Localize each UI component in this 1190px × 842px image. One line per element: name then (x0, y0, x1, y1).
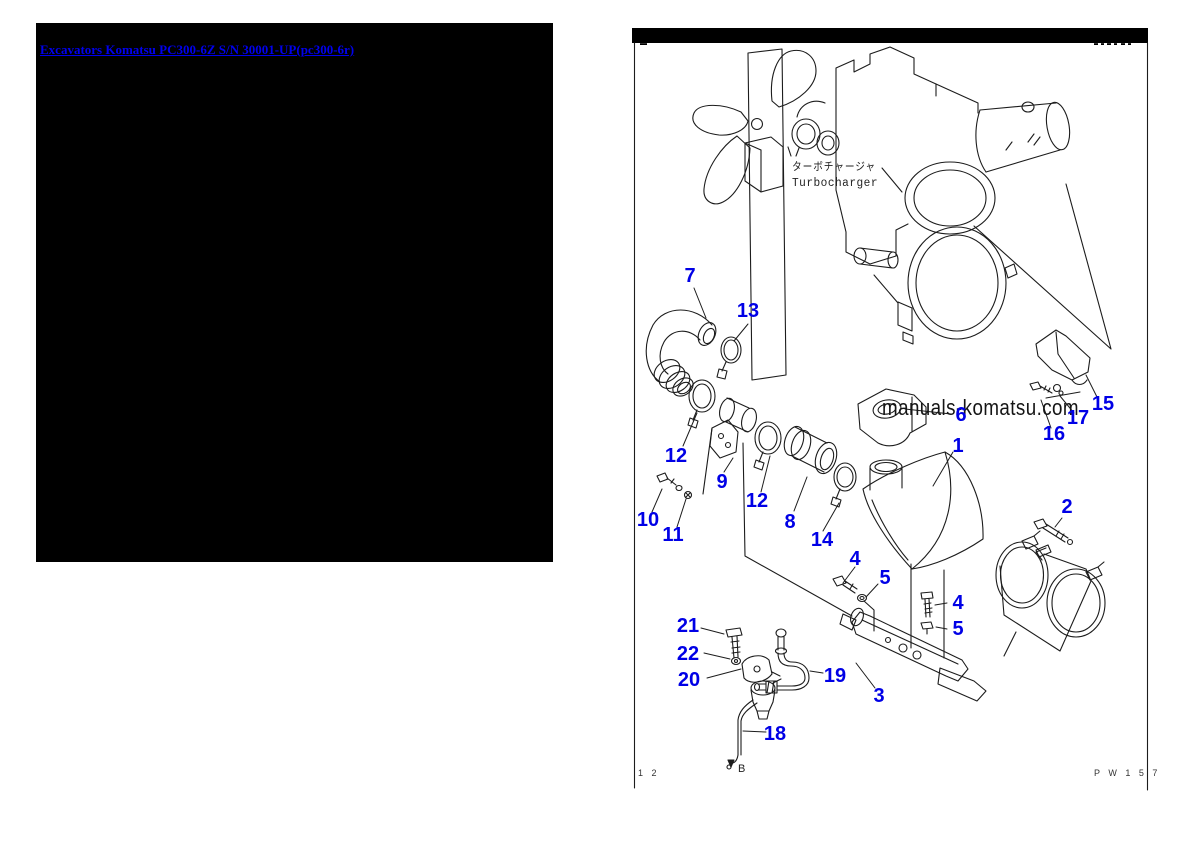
header-link[interactable]: Excavators Komatsu PC300-6Z S/N 30001-UP… (40, 42, 355, 57)
part-11-washer (683, 490, 693, 500)
turbocharger-drawing (787, 100, 903, 193)
turbocharger-label-en: Turbocharger (792, 177, 878, 190)
footer-left-code: 1 2 (638, 768, 660, 778)
part-10-bolt (656, 472, 683, 492)
callout-3[interactable]: 3 (873, 685, 884, 707)
callout-15[interactable]: 15 (1092, 393, 1114, 415)
part-3-plate (839, 607, 987, 702)
engine-drawing (835, 46, 1112, 350)
callout-20[interactable]: 20 (678, 669, 700, 691)
callout-11[interactable]: 11 (662, 524, 683, 546)
part-8-tube (783, 425, 838, 475)
part-13-clamp (716, 336, 742, 380)
part-12-clamp-lower (753, 421, 782, 471)
callout-5-left[interactable]: 5 (879, 567, 890, 589)
callout-17[interactable]: 17 (1067, 407, 1089, 429)
fan-drawing (692, 48, 817, 381)
callout-4-right[interactable]: 4 (952, 592, 964, 614)
callout-22[interactable]: 22 (677, 643, 699, 665)
callout-16[interactable]: 16 (1043, 423, 1065, 445)
part-1-air-cleaner (862, 451, 984, 659)
part-19-hose (753, 628, 810, 694)
part-2-bolt (1033, 518, 1074, 561)
part-7-elbow-hose (645, 309, 717, 397)
part-14-clamp (830, 462, 857, 508)
plate-frame (632, 28, 1148, 45)
watermark: manuals-komatsu.com (882, 395, 1079, 420)
part-21-bolt (725, 627, 743, 659)
turbocharger-label-jp: ターボチャージャ (792, 160, 876, 173)
callout-18[interactable]: 18 (764, 723, 786, 745)
callouts: 7 13 12 9 10 11 12 8 14 6 1 15 17 16 2 4… (637, 265, 1114, 745)
view-marker-b: B (738, 763, 745, 775)
callout-12-upper[interactable]: 12 (665, 445, 687, 467)
callout-2[interactable]: 2 (1061, 496, 1072, 518)
callout-21[interactable]: 21 (677, 615, 699, 637)
callout-6[interactable]: 6 (955, 404, 966, 426)
callout-5-right[interactable]: 5 (952, 618, 963, 640)
callout-13[interactable]: 13 (737, 300, 759, 322)
plate-top-bar (632, 28, 1148, 43)
callout-8[interactable]: 8 (784, 511, 795, 533)
leader-lines (651, 287, 1099, 733)
vacuator-valve-drawing (750, 678, 782, 720)
part-12-clamp-upper (687, 379, 716, 429)
fan-shroud-plate (747, 48, 787, 381)
callout-12-lower[interactable]: 12 (746, 490, 768, 512)
callout-7[interactable]: 7 (684, 265, 695, 287)
callout-4-left[interactable]: 4 (849, 548, 861, 570)
callout-19[interactable]: 19 (824, 665, 846, 687)
part-15-bracket (1029, 329, 1091, 399)
part-5-washer-left (856, 593, 875, 632)
footer-right-code: P W 1 5 7 (1094, 768, 1160, 778)
part-20-clamp (741, 655, 781, 683)
part-4-bolt-right (920, 591, 934, 618)
left-panel (36, 23, 553, 562)
line-art (633, 42, 1149, 791)
part-6-bracket (857, 388, 927, 447)
callout-10[interactable]: 10 (637, 509, 659, 531)
part-9-connector (702, 397, 853, 617)
callout-9[interactable]: 9 (716, 471, 727, 493)
part-5-nut-right (920, 621, 934, 635)
band-clamps-drawing (995, 530, 1106, 657)
part-22-nut (730, 656, 742, 666)
part-4-bolt-left (832, 575, 858, 594)
part-18-tube (726, 699, 758, 770)
callout-14[interactable]: 14 (811, 529, 834, 551)
callout-1[interactable]: 1 (952, 435, 963, 457)
